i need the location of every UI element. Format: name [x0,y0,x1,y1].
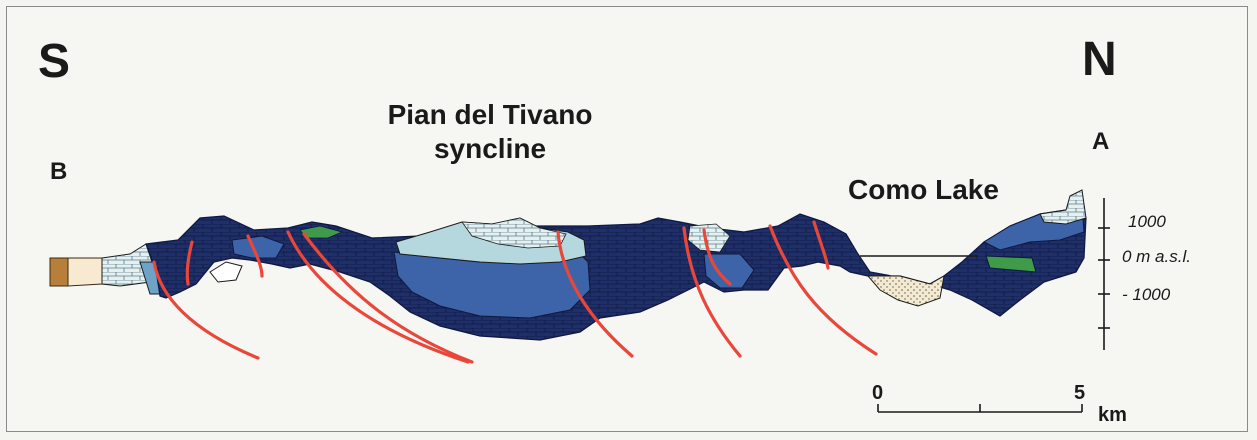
como-lake-label: Como Lake [848,174,999,206]
elevation-label-0: 0 m a.s.l. [1122,247,1191,267]
unit-brown [50,258,68,286]
syncline-label: Pian del Tivano syncline [380,98,600,166]
unit-limestone-right [1040,190,1086,224]
syncline-label-line-1: Pian del Tivano [380,98,600,132]
scale-bar-unit-label: km [1098,404,1127,427]
scale-bar [878,404,1082,412]
scale-bar-start-label: 0 [872,382,883,405]
elevation-axis [1098,198,1110,350]
unit-tan [68,258,102,286]
elevation-label-minus-1000: - 1000 [1122,285,1170,305]
south-direction-label: S [38,34,70,89]
north-direction-label: N [1082,32,1117,87]
unit-sand-lake [868,276,944,306]
section-end-b-label: B [50,158,67,186]
syncline-label-line-2: syncline [380,132,600,166]
section-end-a-label: A [1092,128,1109,156]
scale-bar-end-label: 5 [1074,382,1085,405]
unit-white-left [210,262,242,282]
unit-dark-basement [146,206,1086,340]
elevation-label-1000: 1000 [1128,212,1166,232]
